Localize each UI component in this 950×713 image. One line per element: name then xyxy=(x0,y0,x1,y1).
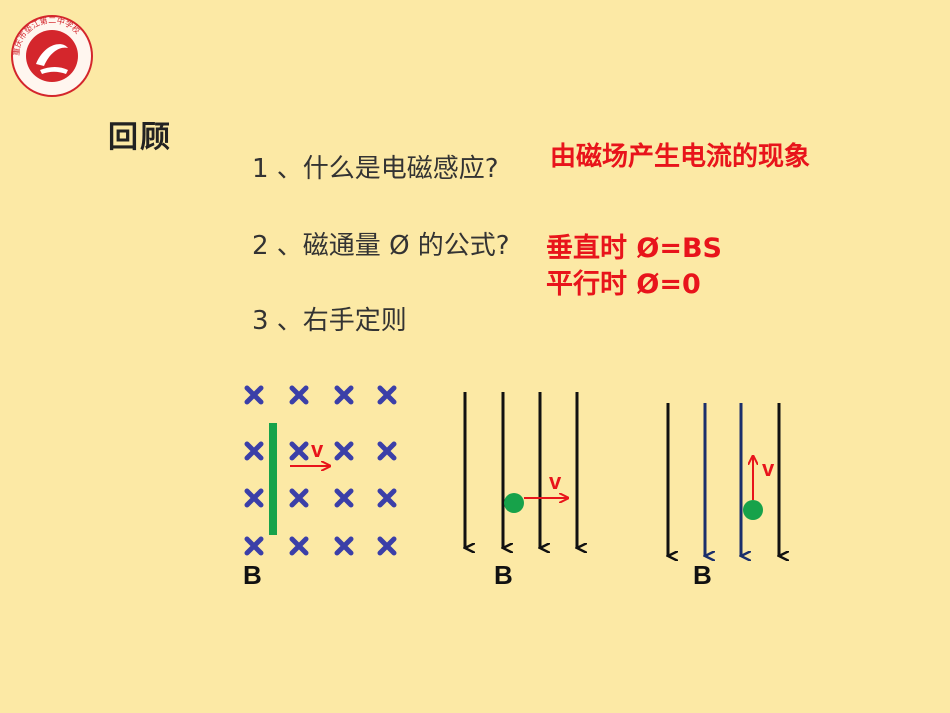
velocity-label: v xyxy=(549,469,562,494)
charged-particle xyxy=(504,493,524,513)
figure-1-into-page-field: v B xyxy=(243,385,397,590)
cross-mark-icon xyxy=(377,441,397,461)
cross-mark-icon xyxy=(289,385,309,405)
cross-mark-icon xyxy=(289,488,309,508)
field-label: B xyxy=(494,560,513,590)
school-logo: 重庆市垫江第二中学校 xyxy=(10,14,94,98)
charged-particle xyxy=(743,500,763,520)
question-3: 3 、右手定则 xyxy=(252,306,407,336)
physics-figures: v B v B v B xyxy=(243,385,950,590)
cross-mark-icon-grid xyxy=(244,385,397,556)
field-label: B xyxy=(693,560,712,590)
cross-mark-icon xyxy=(244,385,264,405)
conductor-rod xyxy=(269,423,277,535)
cross-mark-icon xyxy=(334,488,354,508)
cross-mark-icon xyxy=(244,441,264,461)
cross-mark-icon xyxy=(244,488,264,508)
answer-2-parallel: 平行时 Ø=0 xyxy=(546,269,701,300)
slide-title: 回顾 xyxy=(108,120,172,155)
field-label: B xyxy=(243,560,262,590)
school-seal-icon: 重庆市垫江第二中学校 xyxy=(11,15,93,97)
answer-1: 由磁场产生电流的现象 xyxy=(550,142,811,172)
question-2: 2 、磁通量 Ø 的公式? xyxy=(252,231,510,261)
velocity-label: v xyxy=(762,456,775,481)
question-1: 1 、什么是电磁感应? xyxy=(252,154,499,184)
answer-2-perpendicular: 垂直时 Ø=BS xyxy=(546,233,723,264)
velocity-label: v xyxy=(311,437,324,462)
figure-2-downward-field: v B xyxy=(465,392,577,590)
cross-mark-icon xyxy=(334,441,354,461)
cross-mark-icon xyxy=(289,536,309,556)
cross-mark-icon xyxy=(334,385,354,405)
cross-mark-icon xyxy=(244,536,264,556)
cross-mark-icon xyxy=(289,441,309,461)
figure-3-downward-field: v B xyxy=(668,403,779,590)
cross-mark-icon xyxy=(377,488,397,508)
cross-mark-icon xyxy=(377,536,397,556)
cross-mark-icon xyxy=(377,385,397,405)
cross-mark-icon xyxy=(334,536,354,556)
